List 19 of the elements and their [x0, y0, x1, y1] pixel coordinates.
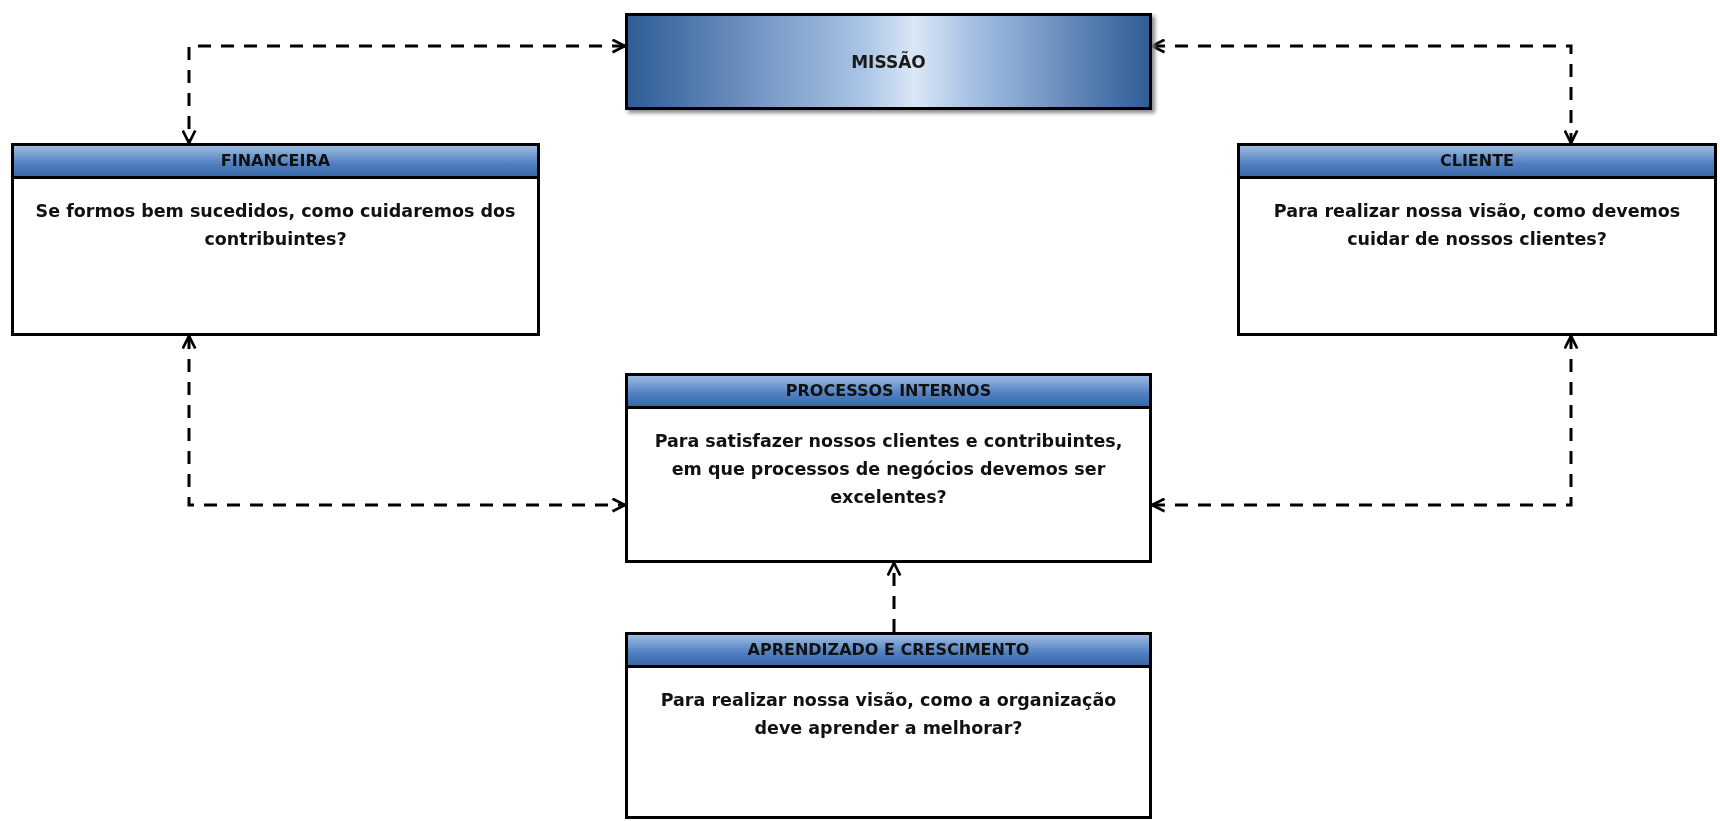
dashed-arrow — [181, 334, 627, 513]
question-text: Para realizar nossa visão, como a organização deve aprender a melhorar? — [659, 689, 1118, 740]
box-title: MISSÃO — [851, 51, 926, 72]
title-box — [625, 13, 1152, 110]
question-text: Para realizar nossa visão, como devemos cuidar de nossos clientes? — [1272, 200, 1682, 251]
header-bar: APRENDIZADO E CRESCIMENTO — [628, 635, 1149, 668]
dashed-arrow — [886, 561, 902, 632]
perspective-box — [625, 373, 1152, 563]
perspective-box — [1237, 143, 1717, 336]
dashed-arrow — [1150, 334, 1579, 513]
header-bar: CLIENTE — [1240, 146, 1714, 179]
header-bar: PROCESSOS INTERNOS — [628, 376, 1149, 409]
dashed-arrow — [1150, 38, 1579, 145]
question-text: Se formos bem sucedidos, como cuidaremos dos contribuintes? — [34, 200, 517, 251]
perspective-box — [11, 143, 540, 336]
question-text: Para satisfazer nossos clientes e contribuintes, em que processos de negócios devemos ser excelentes? — [653, 430, 1124, 509]
dashed-arrow — [181, 38, 627, 145]
header-bar: FINANCEIRA — [14, 146, 537, 179]
perspective-box — [625, 632, 1152, 819]
